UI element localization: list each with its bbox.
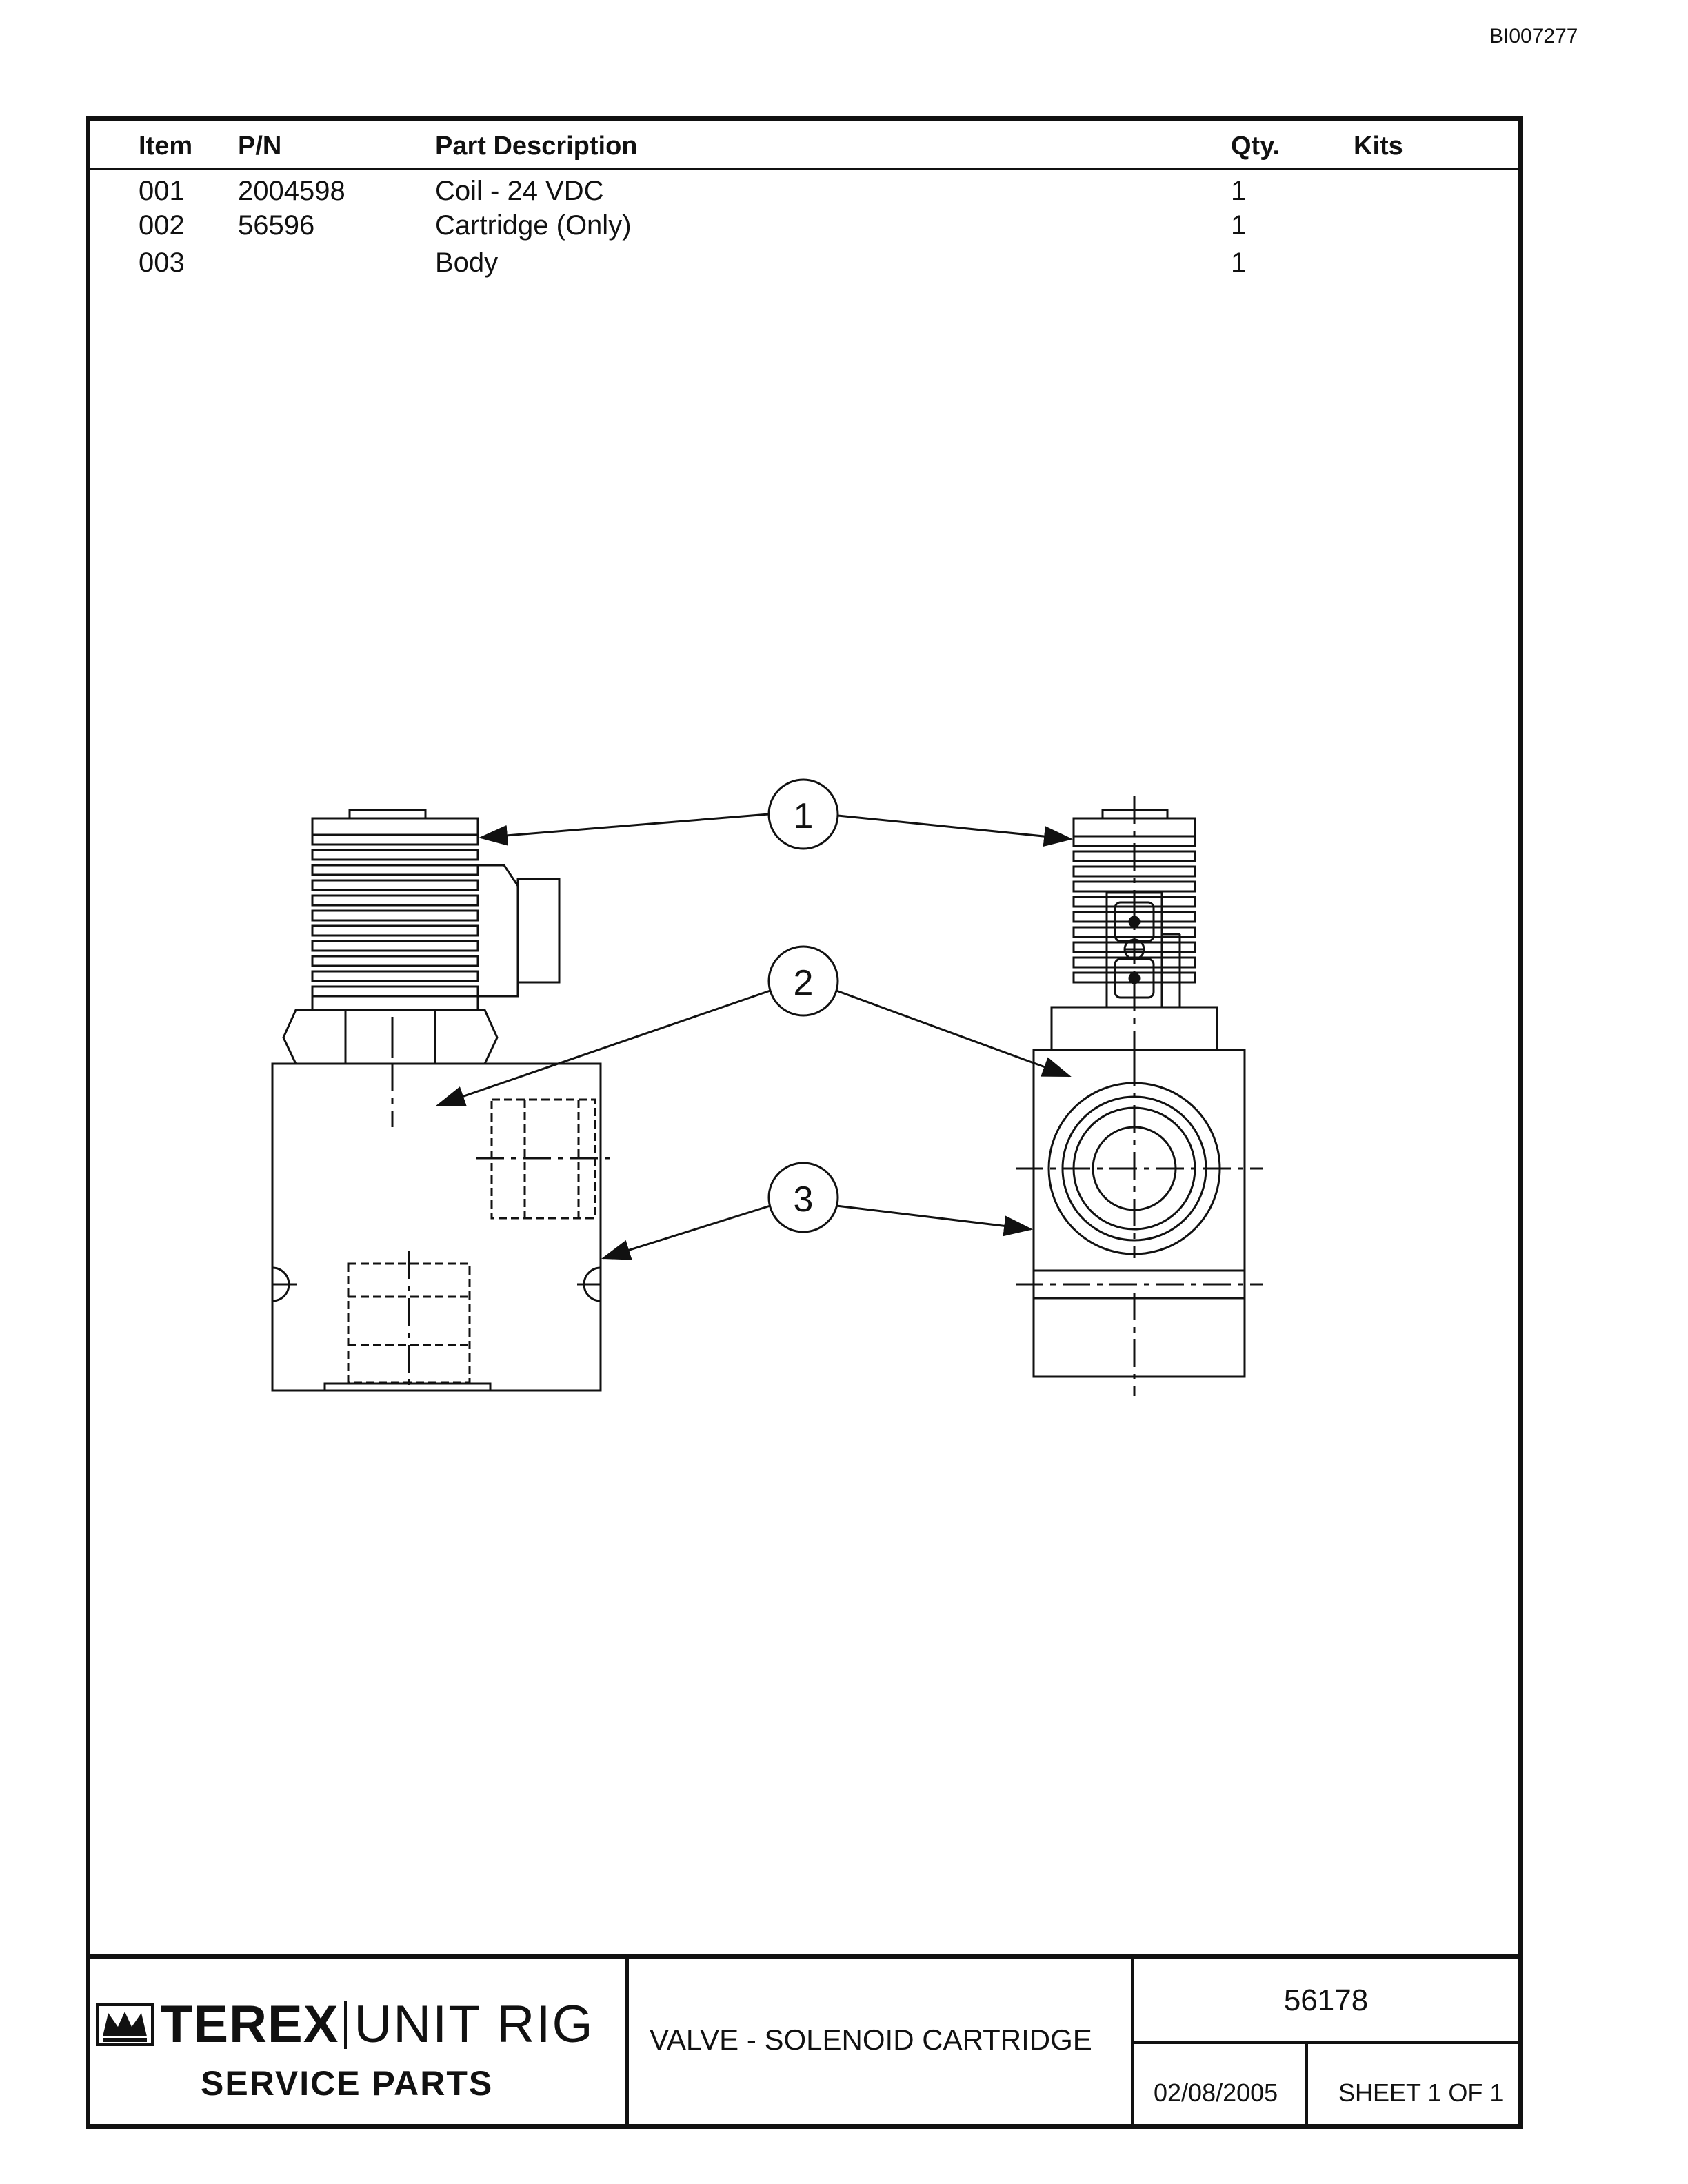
drawing-frame: Item P/N Part Description Qty. Kits 001 … [86, 116, 1523, 2129]
title-block-logo: TEREX UNIT RIG SERVICE PARTS [90, 1959, 629, 2129]
callout-2: 2 [436, 945, 1072, 1106]
coil-top [311, 817, 479, 836]
row-description: Cartridge (Only) [435, 210, 632, 241]
coil-connector [478, 864, 519, 998]
side-view [271, 809, 614, 1392]
coil-fins [311, 833, 479, 998]
parts-table-header: Item P/N Part Description Qty. Kits [90, 121, 1518, 170]
header-item: Item [139, 132, 193, 161]
callout-2-balloon [767, 945, 839, 1017]
connector-plug [516, 878, 561, 984]
callout-2-leader-right [836, 989, 1072, 1078]
table-row: 001 2004598 Coil - 24 VDC 1 [90, 176, 1518, 212]
title-block-divider [1305, 2041, 1308, 2129]
header-description: Part Description [435, 132, 638, 161]
row-description: Coil - 24 VDC [435, 176, 604, 206]
document-id: BI007277 [1489, 25, 1578, 48]
title-block: TEREX UNIT RIG SERVICE PARTS VALVE - SOL… [90, 1954, 1518, 2129]
part-title: VALVE - SOLENOID CARTRIDGE [650, 2023, 1092, 2056]
brand-name: TEREX [161, 1995, 339, 2054]
terex-logo-icon [96, 2003, 154, 2046]
callout-1-leader-right [837, 814, 1073, 847]
table-row: 003 Body 1 [90, 247, 1518, 283]
table-row: 002 56596 Cartridge (Only) 1 [90, 210, 1518, 246]
service-parts-label: SERVICE PARTS [201, 2064, 494, 2103]
header-kits: Kits [1354, 132, 1403, 161]
title-block-divider [1134, 2041, 1518, 2044]
row-item: 001 [139, 176, 185, 206]
callout-3-leader-right [836, 1204, 1033, 1237]
row-item: 002 [139, 210, 185, 241]
header-pn: P/N [238, 132, 282, 161]
valve-drawing: 1 2 3 [271, 778, 1263, 1396]
part-number: 56178 [1283, 1983, 1369, 2017]
front-view [1016, 796, 1263, 1396]
brand-divider [344, 2000, 348, 2049]
valve-body-front [1032, 1049, 1246, 1378]
callout-1-leader-left [479, 813, 770, 846]
row-pn: 2004598 [238, 176, 345, 206]
row-item: 003 [139, 247, 185, 278]
title-block-description: VALVE - SOLENOID CARTRIDGE [629, 1959, 1134, 2129]
hex-nut [282, 1009, 499, 1065]
callout-1: 1 [479, 778, 1073, 850]
row-qty: 1 [1231, 247, 1247, 278]
callout-2-leader-left [436, 989, 771, 1106]
callout-1-label: 1 [794, 796, 814, 836]
row-qty: 1 [1231, 210, 1247, 241]
coil-cap [348, 809, 427, 820]
row-description: Body [435, 247, 499, 278]
row-pn: 56596 [238, 210, 315, 241]
title-block-info: 56178 02/08/2005 SHEET 1 OF 1 [1134, 1959, 1518, 2129]
callout-3: 3 [601, 1162, 1033, 1260]
callout-3-leader-left [601, 1204, 771, 1260]
terex-brand: TEREX UNIT RIG [96, 1994, 594, 2054]
sheet-number: SHEET 1 OF 1 [1338, 2079, 1504, 2107]
brand-sub: UNIT RIG [354, 1995, 594, 2054]
callout-3-balloon [767, 1162, 839, 1233]
header-qty: Qty. [1231, 132, 1280, 161]
callout-3-label: 3 [794, 1180, 814, 1220]
row-qty: 1 [1231, 176, 1247, 206]
callout-2-label: 2 [794, 963, 814, 1003]
drawing-date: 02/08/2005 [1154, 2079, 1278, 2107]
valve-body [271, 1062, 602, 1392]
